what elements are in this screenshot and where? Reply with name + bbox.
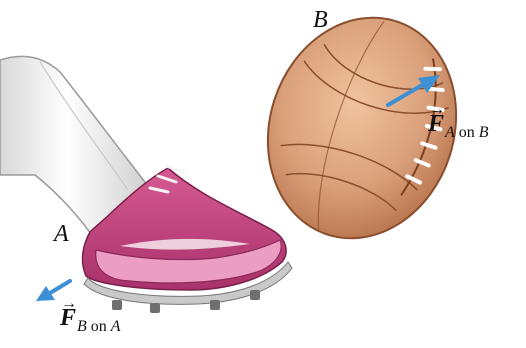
point-label-a: A	[54, 222, 69, 246]
force-symbol: → F	[428, 112, 444, 136]
force-symbol: → F	[60, 306, 76, 330]
subscript-to: B	[479, 124, 489, 141]
force-subscript: A on B	[445, 125, 489, 141]
force-label-b-on-a: → F B on A	[60, 306, 121, 330]
subscript-from: B	[77, 318, 87, 335]
vector-arrow-mark: →	[429, 102, 445, 118]
subscript-to: A	[111, 318, 121, 335]
force-subscript: B on A	[77, 319, 121, 335]
point-label-b: B	[313, 8, 328, 32]
subscript-from: A	[445, 124, 455, 141]
subscript-on: on	[455, 124, 479, 141]
vector-arrow-mark: →	[61, 296, 77, 312]
subscript-on: on	[87, 318, 111, 335]
force-label-a-on-b: → F A on B	[428, 112, 489, 136]
